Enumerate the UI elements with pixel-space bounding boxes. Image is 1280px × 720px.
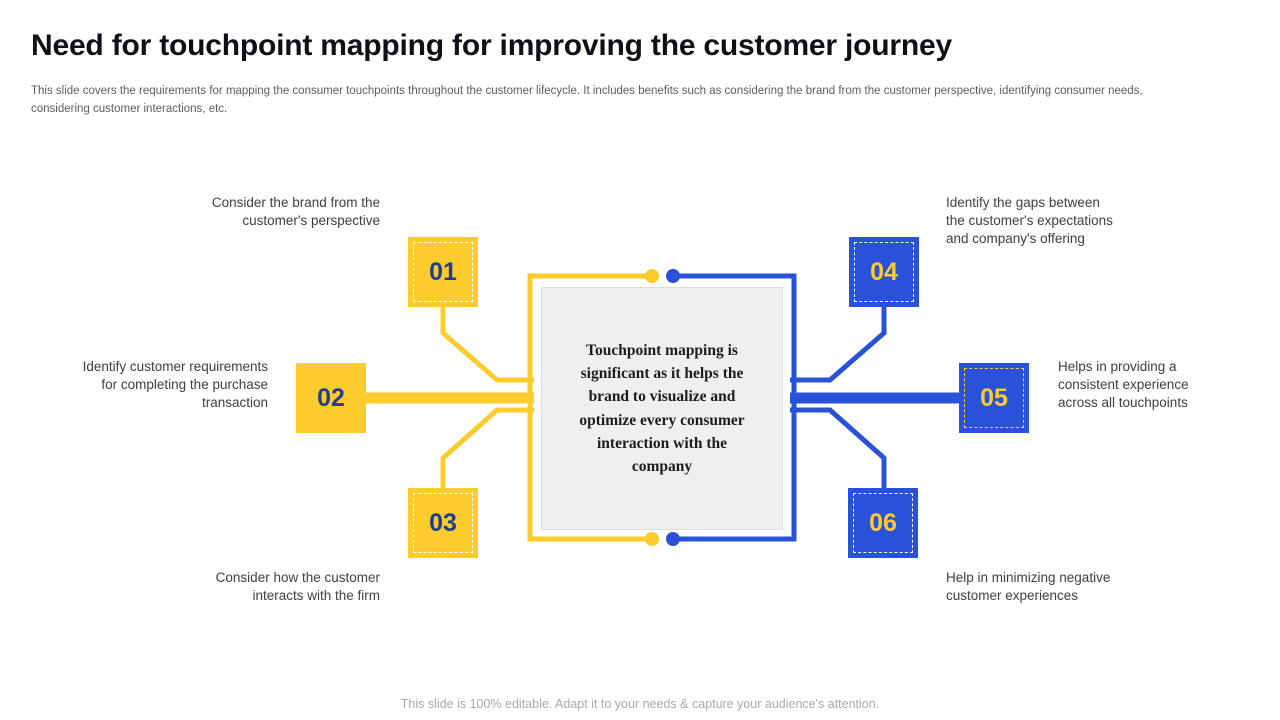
number-box-03: 03	[408, 488, 478, 558]
center-statement-box: Touchpoint mapping is significant as it …	[541, 287, 783, 530]
item-06-description: Help in minimizing negative customer exp…	[946, 570, 1111, 603]
number-box-05: 05	[959, 363, 1029, 433]
number-02-label: 02	[317, 383, 345, 412]
number-box-04: 04	[849, 237, 919, 307]
number-01-label: 01	[429, 257, 457, 286]
number-box-02: 02	[296, 363, 366, 433]
connector-06-line	[790, 407, 887, 492]
number-05-label: 05	[980, 383, 1008, 412]
item-01-description: Consider the brand from the customer's p…	[211, 195, 380, 228]
yellow-dot-top-icon	[645, 269, 659, 283]
number-box-01: 01	[408, 237, 478, 307]
yellow-dot-bottom-icon	[645, 532, 659, 546]
blue-dot-bottom-icon	[666, 532, 680, 546]
connector-01-line	[440, 303, 534, 383]
item-05-description: Helps in providing a consistent experien…	[1058, 359, 1189, 410]
item-02-description: Identify customer requirements for compl…	[82, 359, 268, 410]
number-box-06: 06	[848, 488, 918, 558]
slide-subtitle: This slide covers the requirements for m…	[31, 85, 1143, 115]
item-04-description: Identify the gaps between the customer's…	[946, 195, 1113, 246]
connector-03-line	[440, 407, 534, 492]
slide-title: Need for touchpoint mapping for improvin…	[31, 29, 952, 62]
number-04-label: 04	[870, 257, 898, 286]
center-statement-text: Touchpoint mapping is significant as it …	[579, 341, 745, 475]
blue-dot-top-icon	[666, 269, 680, 283]
number-06-label: 06	[869, 508, 897, 537]
item-03-description: Consider how the customer interacts with…	[215, 570, 380, 603]
number-03-label: 03	[429, 508, 457, 537]
connector-04-line	[790, 303, 887, 383]
footer-note: This slide is 100% editable. Adapt it to…	[400, 697, 880, 711]
